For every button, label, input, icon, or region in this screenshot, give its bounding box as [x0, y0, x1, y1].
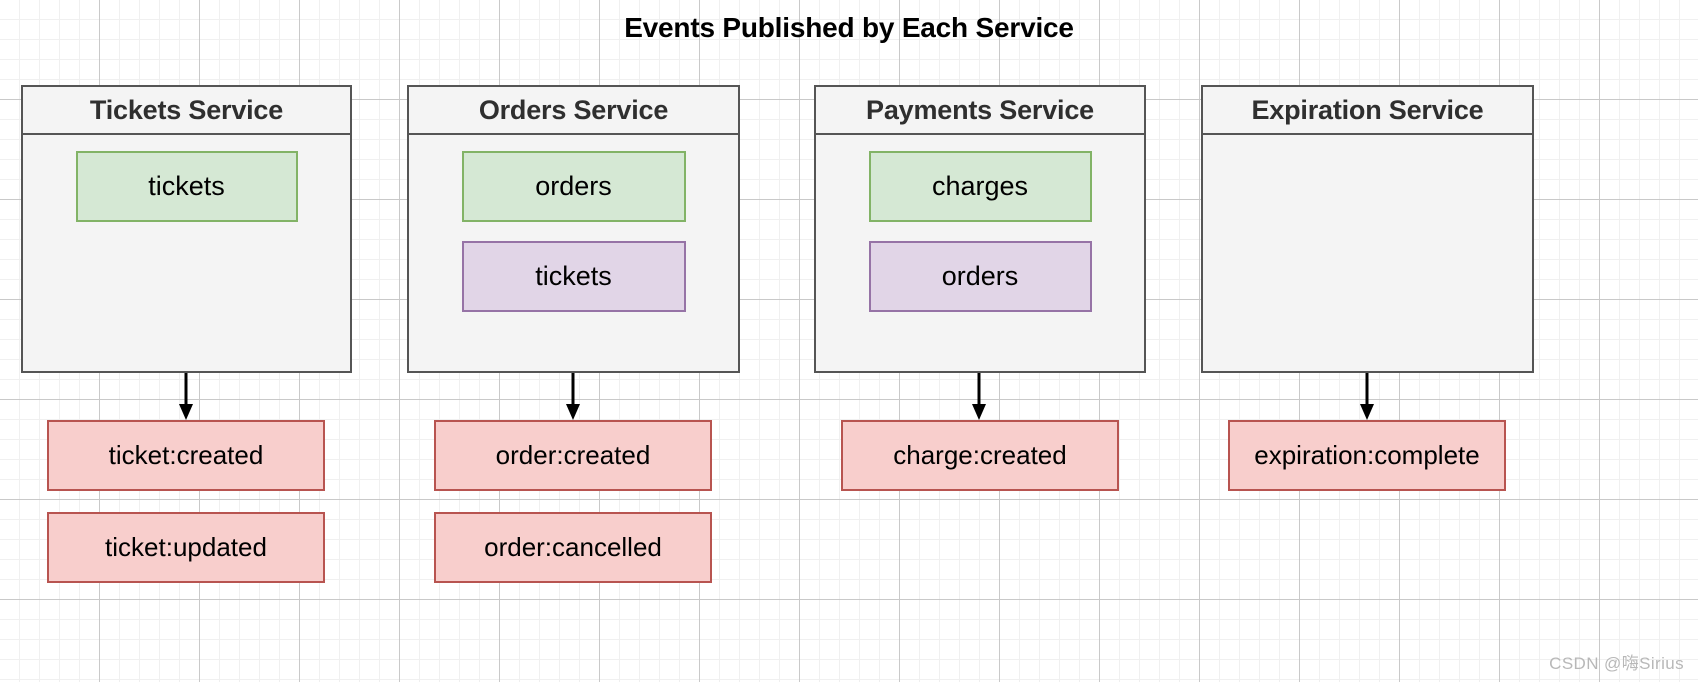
event-box-ticket-updated: ticket:updated [47, 512, 325, 583]
arrow-orders [566, 373, 580, 420]
arrow-payments [972, 373, 986, 420]
service-container-payments: Payments Service charges orders [814, 85, 1146, 373]
service-body-tickets: tickets [23, 135, 350, 222]
service-container-orders: Orders Service orders tickets [407, 85, 740, 373]
service-title-expiration: Expiration Service [1203, 87, 1532, 135]
arrow-tickets [179, 373, 193, 420]
event-box-order-created: order:created [434, 420, 712, 491]
service-container-tickets: Tickets Service tickets [21, 85, 352, 373]
event-box-charge-created: charge:created [841, 420, 1119, 491]
resource-chip-tickets: tickets [75, 151, 298, 222]
service-container-expiration: Expiration Service [1201, 85, 1534, 373]
resource-chip-orders: orders [461, 151, 686, 222]
event-box-order-cancelled: order:cancelled [434, 512, 712, 583]
resource-chip-charges: charges [868, 151, 1092, 222]
service-title-orders: Orders Service [409, 87, 738, 135]
watermark: CSDN @嗨Sirius [1549, 654, 1684, 673]
event-box-expiration-complete: expiration:complete [1228, 420, 1506, 491]
service-title-tickets: Tickets Service [23, 87, 350, 135]
resource-chip-tickets-listener: tickets [461, 241, 686, 312]
page-title: Events Published by Each Service [624, 12, 1074, 43]
resource-chip-orders-listener: orders [868, 241, 1092, 312]
service-body-expiration [1203, 135, 1532, 151]
service-body-payments: charges orders [816, 135, 1144, 312]
event-box-ticket-created: ticket:created [47, 420, 325, 491]
service-body-orders: orders tickets [409, 135, 738, 312]
arrow-expiration [1360, 373, 1374, 420]
service-title-payments: Payments Service [816, 87, 1144, 135]
